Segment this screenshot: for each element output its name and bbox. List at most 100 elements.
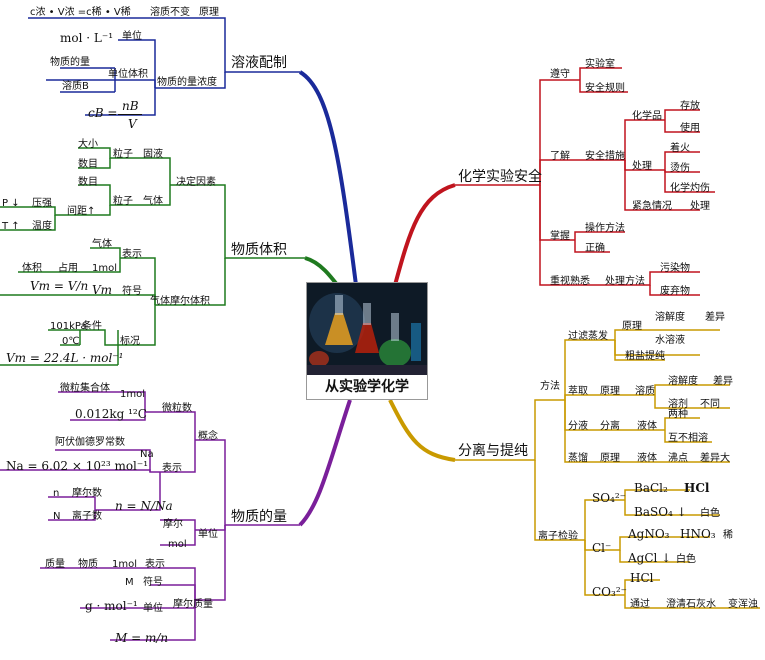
node-molar-volume: 气体摩尔体积 bbox=[150, 296, 210, 307]
node-difference-2: 差异 bbox=[713, 376, 733, 387]
ion-co3: CO₃²⁻ bbox=[592, 585, 627, 599]
node-micro-set: 微粒集合体 bbox=[60, 383, 110, 394]
node-salt: 粗盐提纯 bbox=[625, 351, 665, 362]
node-substance: 物质 bbox=[78, 559, 98, 570]
node-size: 大小 bbox=[78, 139, 98, 150]
node-represent: 表示 bbox=[122, 249, 142, 260]
node-principle-s: 原理 bbox=[622, 321, 642, 332]
node-n-letter: n bbox=[53, 488, 60, 499]
node-temperature: 温度 bbox=[32, 221, 52, 232]
vm-standard: Vm = 22.4L · mol⁻¹ bbox=[6, 351, 124, 365]
node-one-mol-a: 1mol bbox=[120, 389, 145, 400]
formula-cb-lhs: cB = bbox=[88, 106, 118, 120]
node-turbid: 变浑浊 bbox=[728, 599, 758, 610]
node-condition: 条件 bbox=[82, 321, 102, 332]
reagent-agno3: AgNO₃ bbox=[628, 527, 670, 541]
dilution-equation: c浓 • V浓 =c稀 • V稀 bbox=[30, 7, 131, 18]
node-particle: 粒子 bbox=[113, 149, 133, 160]
node-understand: 了解 bbox=[550, 151, 570, 162]
node-solubility-2: 溶解度 bbox=[668, 376, 698, 387]
node-solute-constant: 溶质不变 bbox=[150, 7, 190, 18]
vm-equation: Vm = V/n bbox=[30, 279, 89, 293]
color-white-2: 白色 bbox=[676, 554, 696, 565]
node-pollutant: 污染物 bbox=[660, 263, 690, 274]
node-count-2: 数目 bbox=[78, 177, 98, 188]
node-lab: 实验室 bbox=[585, 59, 615, 70]
node-unit-a: 单位 bbox=[198, 529, 218, 540]
node-micro-count: 微粒数 bbox=[162, 403, 192, 414]
pressure-mark: P ↓ bbox=[2, 198, 20, 209]
node-amount: 物质的量 bbox=[50, 57, 90, 68]
node-extract: 萃取 bbox=[568, 386, 588, 397]
node-concept: 概念 bbox=[198, 431, 218, 442]
node-principle-2: 原理 bbox=[600, 386, 620, 397]
branch-safety-title: 化学实验安全 bbox=[458, 169, 542, 185]
branch-volume-title: 物质体积 bbox=[231, 242, 287, 258]
node-spacing: 间距↑ bbox=[67, 206, 96, 217]
node-ion-test: 离子检验 bbox=[538, 531, 578, 542]
node-standard: 标况 bbox=[120, 336, 140, 347]
node-handle-2: 处理 bbox=[690, 201, 710, 212]
ion-cl: Cl⁻ bbox=[592, 541, 612, 555]
node-kpa: 101kPa bbox=[50, 321, 87, 332]
node-waste: 废弃物 bbox=[660, 286, 690, 297]
node-separate: 分离 bbox=[600, 421, 620, 432]
ion-so4: SO₄²⁻ bbox=[592, 491, 627, 505]
na-value: Na = 6.02 × 10²³ mol⁻¹ bbox=[6, 459, 149, 473]
formula-cb-bar bbox=[118, 114, 142, 115]
node-distill: 蒸馏 bbox=[568, 453, 588, 464]
node-represent-a: 表示 bbox=[162, 463, 182, 474]
main-branch-amount bbox=[298, 399, 352, 527]
node-solute-b: 溶质B bbox=[62, 81, 89, 92]
branch-separation-title: 分离与提纯 bbox=[458, 443, 528, 459]
main-branch-solution bbox=[298, 70, 358, 286]
node-principle: 原理 bbox=[199, 7, 219, 18]
node-value: 重视熟悉 bbox=[550, 276, 590, 287]
node-molar-count: 摩尔数 bbox=[72, 488, 102, 499]
mass-c12: 0.012kg ¹²C bbox=[75, 407, 147, 421]
node-burn: 烫伤 bbox=[670, 163, 690, 174]
main-branch-separation bbox=[388, 399, 456, 462]
center-title: 从实验学化学 bbox=[307, 375, 427, 399]
node-unit-b: 单位 bbox=[143, 603, 163, 614]
precip-baso4: BaSO₄ ↓ bbox=[634, 505, 687, 519]
node-limewater: 澄清石灰水 bbox=[666, 599, 716, 610]
node-solvent: 溶剂 bbox=[668, 399, 688, 410]
gmol: g · mol⁻¹ bbox=[85, 599, 138, 613]
node-filter: 过滤蒸发 bbox=[568, 331, 608, 342]
node-mole: 摩尔 bbox=[163, 519, 183, 530]
node-comply: 遵守 bbox=[550, 69, 570, 80]
node-bp: 沸点 bbox=[668, 453, 688, 464]
M-equation: M = m/n bbox=[115, 631, 169, 645]
node-use: 使用 bbox=[680, 123, 700, 134]
node-measures: 安全措施 bbox=[585, 151, 625, 162]
node-one-mol: 1mol bbox=[92, 263, 117, 274]
node-emergency: 紧急情况 bbox=[632, 201, 672, 212]
node-pass: 通过 bbox=[630, 599, 650, 610]
node-particle-2: 粒子 bbox=[113, 196, 133, 207]
node-N-letter: N bbox=[53, 511, 61, 522]
precip-agcl: AgCl ↓ bbox=[628, 551, 672, 565]
node-immiscible: 互不相溶 bbox=[668, 433, 708, 444]
node-pressure: 压强 bbox=[32, 198, 52, 209]
node-fire: 着火 bbox=[670, 143, 690, 154]
node-different: 不同 bbox=[700, 399, 720, 410]
node-vol: 体积 bbox=[22, 263, 42, 274]
node-master: 掌握 bbox=[550, 231, 570, 242]
node-symbol-a: 符号 bbox=[143, 577, 163, 588]
node-solid-liquid: 固液 bbox=[143, 149, 163, 160]
node-solubility: 溶解度 bbox=[655, 312, 685, 323]
reagent-hcl-2: HCl bbox=[630, 571, 654, 585]
node-M: M bbox=[125, 577, 134, 588]
node-represent-b: 表示 bbox=[145, 559, 165, 570]
branch-amount-title: 物质的量 bbox=[231, 509, 287, 525]
node-method: 处理方法 bbox=[605, 276, 645, 287]
node-rules: 安全规则 bbox=[585, 83, 625, 94]
node-storage: 存放 bbox=[680, 101, 700, 112]
node-symbol: 符号 bbox=[122, 286, 142, 297]
formula-cb-num: nB bbox=[122, 99, 139, 113]
node-gas: 气体 bbox=[143, 196, 163, 207]
reagent-bacl2: BaCl₂ bbox=[634, 481, 668, 495]
